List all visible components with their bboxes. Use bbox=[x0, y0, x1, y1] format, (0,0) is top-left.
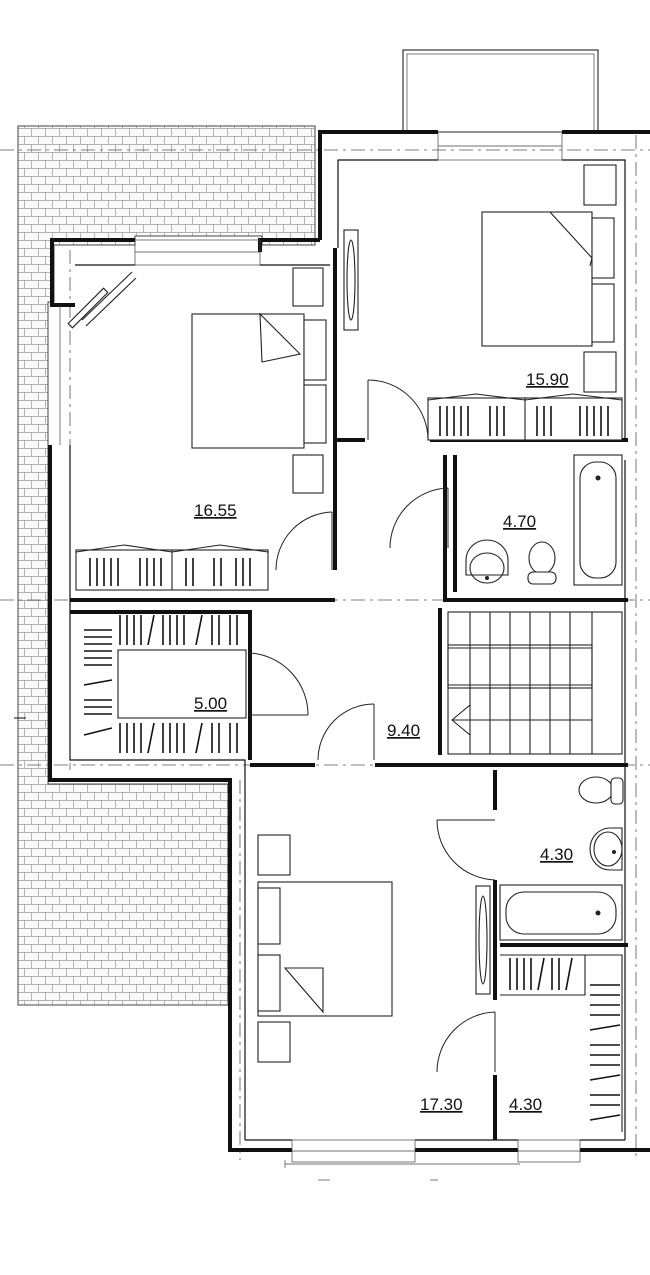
dimension-marks bbox=[14, 717, 520, 1181]
walk-in-closet-left bbox=[83, 614, 247, 754]
doors bbox=[249, 379, 496, 1073]
room-area-bedroom-bottom: 17.30 bbox=[420, 1095, 463, 1114]
room-area-bedroom-top-left: 16.55 bbox=[194, 501, 237, 520]
sink-mid bbox=[589, 827, 623, 871]
exterior-walls bbox=[48, 130, 650, 1152]
toilet-top bbox=[527, 541, 557, 585]
bathtub-top bbox=[573, 454, 623, 586]
bed-bottom bbox=[257, 834, 491, 1063]
windows bbox=[47, 131, 581, 1163]
balcony bbox=[402, 49, 599, 133]
room-area-walk-in-closet-left: 5.00 bbox=[194, 694, 227, 713]
bathtub-mid bbox=[499, 884, 623, 941]
walk-in-closet-bottom bbox=[500, 954, 623, 1132]
sink-top bbox=[465, 539, 509, 584]
room-area-bathroom-mid-right: 4.30 bbox=[540, 845, 573, 864]
bed-top-left bbox=[67, 267, 327, 494]
room-area-hallway: 9.40 bbox=[387, 721, 420, 740]
room-area-bathroom-top: 4.70 bbox=[503, 512, 536, 531]
toilet-mid bbox=[578, 776, 624, 805]
interior-walls bbox=[70, 248, 628, 1140]
room-area-walk-in-closet-bottom: 4.30 bbox=[509, 1095, 542, 1114]
room-area-bedroom-top-right: 15.90 bbox=[526, 370, 569, 389]
room-labels: 16.55 15.90 4.70 5.00 9.40 4.30 17.30 4.… bbox=[194, 370, 573, 1114]
bed-top-right bbox=[343, 164, 617, 393]
wardrobe-top-right bbox=[427, 393, 623, 441]
staircase bbox=[447, 611, 623, 755]
wardrobe-top-left bbox=[75, 544, 269, 591]
